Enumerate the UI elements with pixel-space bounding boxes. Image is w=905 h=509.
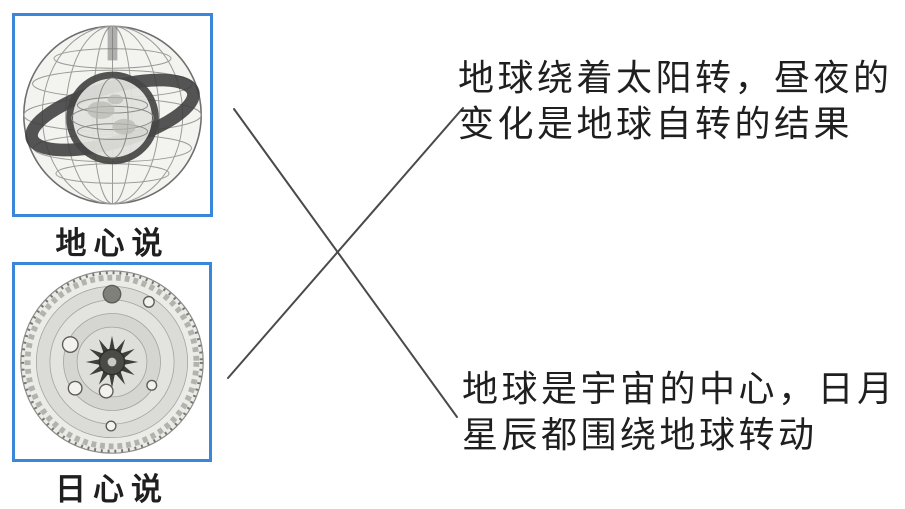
description-center-claim: 地球是宇宙的中心，日月 星辰都围绕地球转动 <box>462 367 897 459</box>
description-rotation-claim: 地球绕着太阳转，昼夜的 变化是地球自转的结果 <box>458 56 893 148</box>
description-rotation-line-1: 地球绕着太阳转，昼夜的 <box>458 58 893 99</box>
armillary-sphere-engraving-icon <box>22 25 203 205</box>
heliocentric-label: 日心说 <box>55 472 169 508</box>
connector-heliocentric-to-rotation-claim <box>227 107 464 379</box>
geocentric-image-box <box>12 13 213 217</box>
description-center-line-1: 地球是宇宙的中心，日月 <box>462 369 897 410</box>
description-center-line-2: 星辰都围绕地球转动 <box>462 415 818 456</box>
heliocentric-image-box <box>12 262 212 462</box>
description-rotation-line-2: 变化是地球自转的结果 <box>458 104 854 145</box>
heliocentric-system-engraving-icon <box>20 270 204 454</box>
connector-geocentric-to-center-claim <box>233 108 458 418</box>
geocentric-label: 地心说 <box>55 226 170 262</box>
